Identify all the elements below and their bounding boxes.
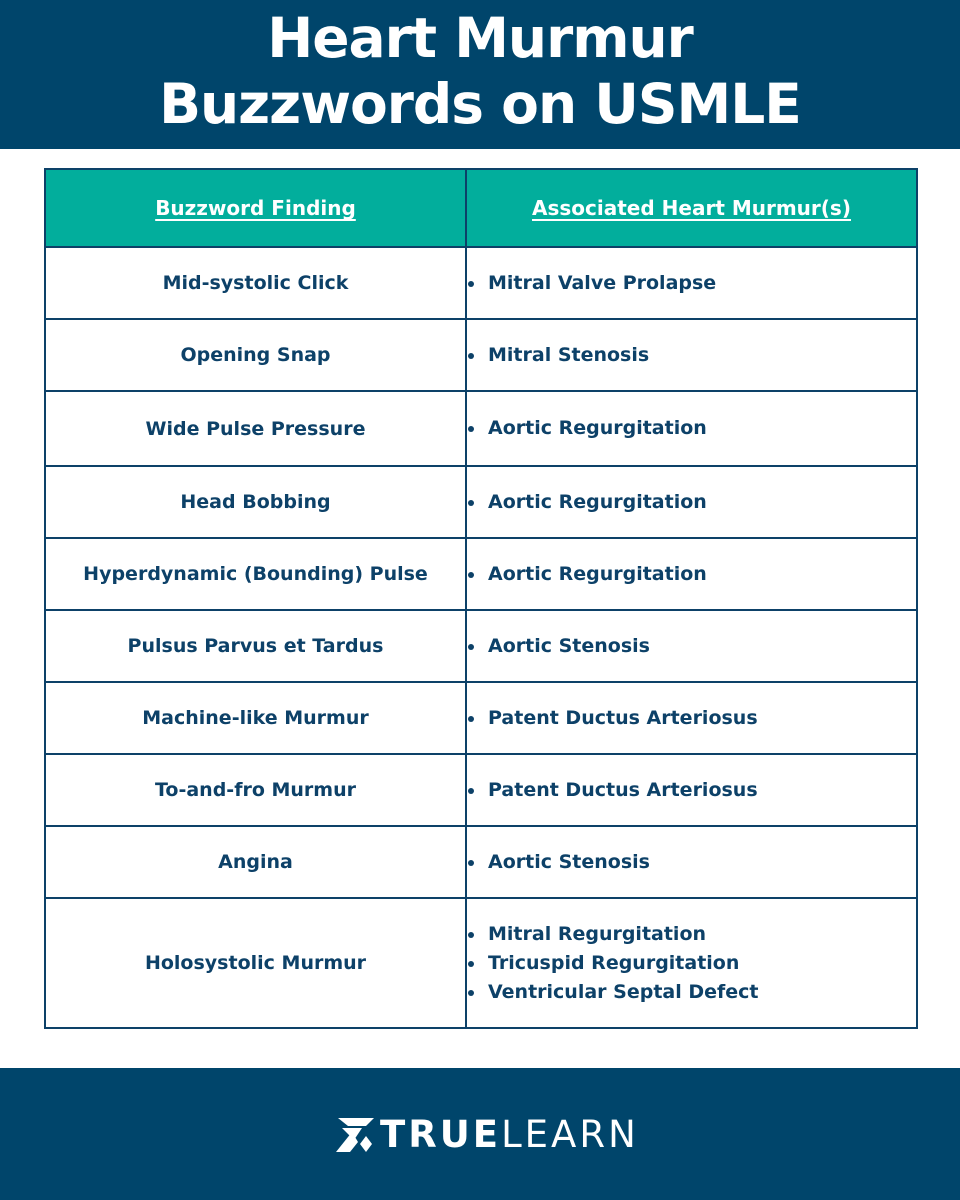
table-row: Angina Aortic Stenosis: [44, 825, 918, 899]
finding-cell: Wide Pulse Pressure: [44, 390, 467, 467]
murmur-item: Mitral Stenosis: [467, 341, 916, 370]
murmur-cell: Patent Ductus Arteriosus: [465, 753, 918, 827]
murmur-cell: Patent Ductus Arteriosus: [465, 681, 918, 755]
table-header-row: Buzzword Finding Associated Heart Murmur…: [44, 168, 918, 248]
murmur-item: Aortic Regurgitation: [467, 414, 916, 443]
murmur-item: Ventricular Septal Defect: [467, 978, 916, 1007]
buzzword-table: Buzzword Finding Associated Heart Murmur…: [44, 168, 918, 1029]
table-row: Wide Pulse Pressure Aortic Regurgitation: [44, 390, 918, 467]
murmur-cell: Mitral Regurgitation Tricuspid Regurgita…: [465, 897, 918, 1029]
finding-cell: Mid-systolic Click: [44, 246, 467, 320]
murmur-cell: Aortic Stenosis: [465, 609, 918, 683]
murmur-item: Aortic Regurgitation: [467, 488, 916, 517]
finding-cell: Opening Snap: [44, 318, 467, 392]
finding-cell: Machine-like Murmur: [44, 681, 467, 755]
finding-cell: Angina: [44, 825, 467, 899]
truelearn-logo: TRUELEARN: [336, 1116, 639, 1154]
murmur-cell: Mitral Valve Prolapse: [465, 246, 918, 320]
murmur-item: Patent Ductus Arteriosus: [467, 704, 916, 733]
table-row: Head Bobbing Aortic Regurgitation: [44, 465, 918, 539]
murmur-item: Aortic Regurgitation: [467, 560, 916, 589]
murmur-cell: Aortic Regurgitation: [465, 537, 918, 611]
table-row: Hyperdynamic (Bounding) Pulse Aortic Reg…: [44, 537, 918, 611]
title-banner: Heart Murmur Buzzwords on USMLE: [0, 0, 960, 149]
finding-cell: Pulsus Parvus et Tardus: [44, 609, 467, 683]
murmur-item: Mitral Valve Prolapse: [467, 269, 916, 298]
finding-cell: To-and-fro Murmur: [44, 753, 467, 827]
logo-word-bold: TRUE: [380, 1113, 502, 1156]
murmur-item: Patent Ductus Arteriosus: [467, 776, 916, 805]
murmur-cell: Aortic Regurgitation: [465, 390, 918, 467]
page-title-line-2: Buzzwords on USMLE: [159, 72, 802, 136]
murmur-cell: Aortic Stenosis: [465, 825, 918, 899]
murmur-cell: Aortic Regurgitation: [465, 465, 918, 539]
table-row: Machine-like Murmur Patent Ductus Arteri…: [44, 681, 918, 755]
footer-banner: [0, 1068, 960, 1200]
murmur-item: Aortic Stenosis: [467, 632, 916, 661]
page-title-line-1: Heart Murmur: [267, 6, 694, 70]
table-row: Holosystolic Murmur Mitral Regurgitation…: [44, 897, 918, 1029]
finding-cell: Head Bobbing: [44, 465, 467, 539]
table-row: To-and-fro Murmur Patent Ductus Arterios…: [44, 753, 918, 827]
column-header-finding: Buzzword Finding: [44, 168, 467, 248]
logo-word-light: LEARN: [501, 1113, 639, 1156]
murmur-cell: Mitral Stenosis: [465, 318, 918, 392]
table-row: Mid-systolic Click Mitral Valve Prolapse: [44, 246, 918, 320]
column-header-murmur: Associated Heart Murmur(s): [465, 168, 918, 248]
finding-cell: Holosystolic Murmur: [44, 897, 467, 1029]
logo-wordmark: TRUELEARN: [380, 1116, 639, 1154]
finding-cell: Hyperdynamic (Bounding) Pulse: [44, 537, 467, 611]
table-row: Opening Snap Mitral Stenosis: [44, 318, 918, 392]
murmur-item: Mitral Regurgitation: [467, 920, 916, 949]
table-row: Pulsus Parvus et Tardus Aortic Stenosis: [44, 609, 918, 683]
truelearn-mark-icon: [336, 1118, 374, 1152]
murmur-item: Aortic Stenosis: [467, 848, 916, 877]
murmur-item: Tricuspid Regurgitation: [467, 949, 916, 978]
